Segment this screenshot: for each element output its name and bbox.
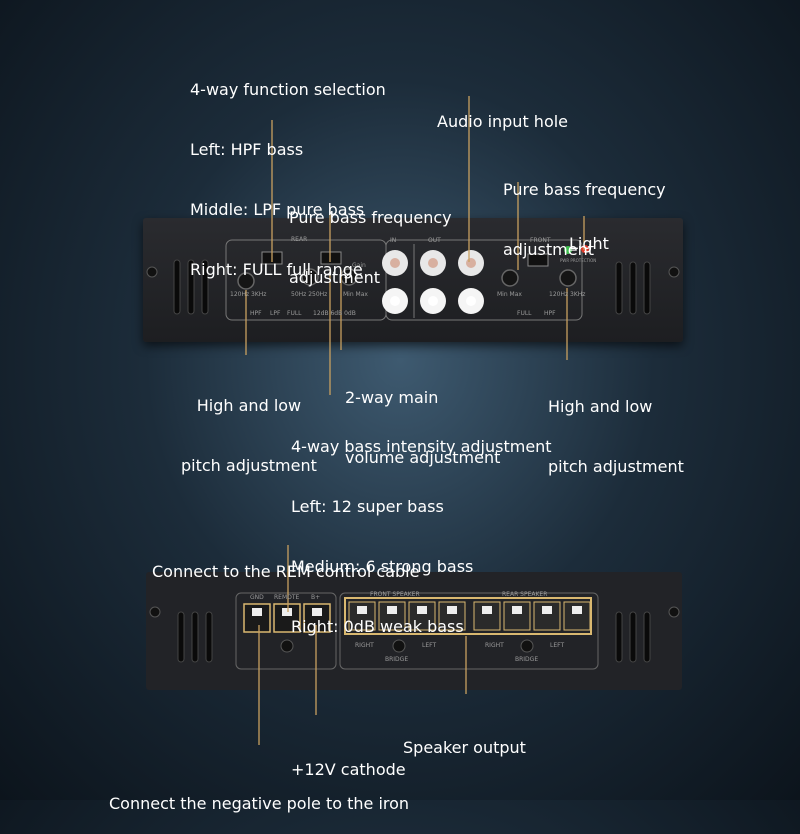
annotation-negative-pole: Connect the negative pole to the iron bbox=[109, 794, 410, 813]
annotation-bass-freq-right: Pure bass frequency adjustment bbox=[503, 180, 666, 259]
amplifier-illustration bbox=[146, 96, 682, 745]
min-max-left: Min Max bbox=[343, 291, 368, 298]
annotation-audio-input: Audio input hole bbox=[437, 112, 569, 131]
annotation-12v: +12V cathode bbox=[291, 760, 406, 779]
in-label: IN bbox=[390, 237, 397, 244]
lpf-label: LPF bbox=[270, 310, 281, 317]
leader-lines bbox=[245, 96, 585, 745]
front-panel-details bbox=[146, 239, 680, 321]
annotation-speaker-output: Speaker output bbox=[403, 738, 526, 757]
hpf-label-right: HPF bbox=[544, 310, 556, 317]
gnd-label: GND bbox=[250, 594, 264, 601]
annotation-light: Light bbox=[569, 234, 609, 253]
boost-label: 12dB 6dB 0dB bbox=[313, 310, 356, 317]
full-label-right: FULL bbox=[517, 310, 532, 317]
gain-label: Gain bbox=[352, 262, 366, 269]
rear-panel-details bbox=[146, 572, 682, 690]
lpf-range: 50Hz 250Hz bbox=[291, 291, 328, 298]
full-label: FULL bbox=[287, 310, 302, 317]
rear-section-label: REAR bbox=[291, 236, 308, 243]
bridge-label-2: BRIDGE bbox=[515, 656, 539, 663]
front-speaker-label: FRONT SPEAKER bbox=[370, 591, 420, 598]
annotation-main-volume: 2-way main volume adjustment bbox=[345, 388, 501, 467]
rear-speaker-label: REAR SPEAKER bbox=[502, 591, 548, 598]
bplus-label: B+ bbox=[311, 594, 321, 601]
annotation-function-select: 4-way function selection Left: HPF bass … bbox=[190, 80, 386, 279]
led-labels: PWR PROTECTION bbox=[560, 258, 597, 263]
annotation-pitch-right: High and low pitch adjustment bbox=[548, 397, 684, 476]
annotation-bass-freq-left: Pure bass frequency adjustment bbox=[289, 208, 452, 287]
amplifier-front-panel bbox=[143, 218, 683, 342]
annotation-bass-intensity: 4-way bass intensity adjustment Left: 12… bbox=[291, 437, 552, 636]
freq-range-right: 120Hz 3KHz bbox=[549, 291, 586, 298]
left-label-2: LEFT bbox=[550, 642, 565, 649]
annotation-rem-cable: Connect to the REM control cable bbox=[152, 562, 420, 581]
annotation-pitch-left: High and low pitch adjustment bbox=[181, 396, 317, 475]
freq-range-left: 120Hz 3KHz bbox=[230, 291, 267, 298]
front-section-label: FRONT bbox=[530, 237, 551, 244]
bridge-label-1: BRIDGE bbox=[385, 656, 409, 663]
left-label-1: LEFT bbox=[422, 642, 437, 649]
remote-label: REMOTE bbox=[274, 594, 300, 601]
min-max-right: Min Max bbox=[497, 291, 522, 298]
out-label: OUT bbox=[428, 237, 441, 244]
right-label-2: RIGHT bbox=[485, 642, 504, 649]
hpf-label: HPF bbox=[250, 310, 262, 317]
right-label-1: RIGHT bbox=[355, 642, 374, 649]
